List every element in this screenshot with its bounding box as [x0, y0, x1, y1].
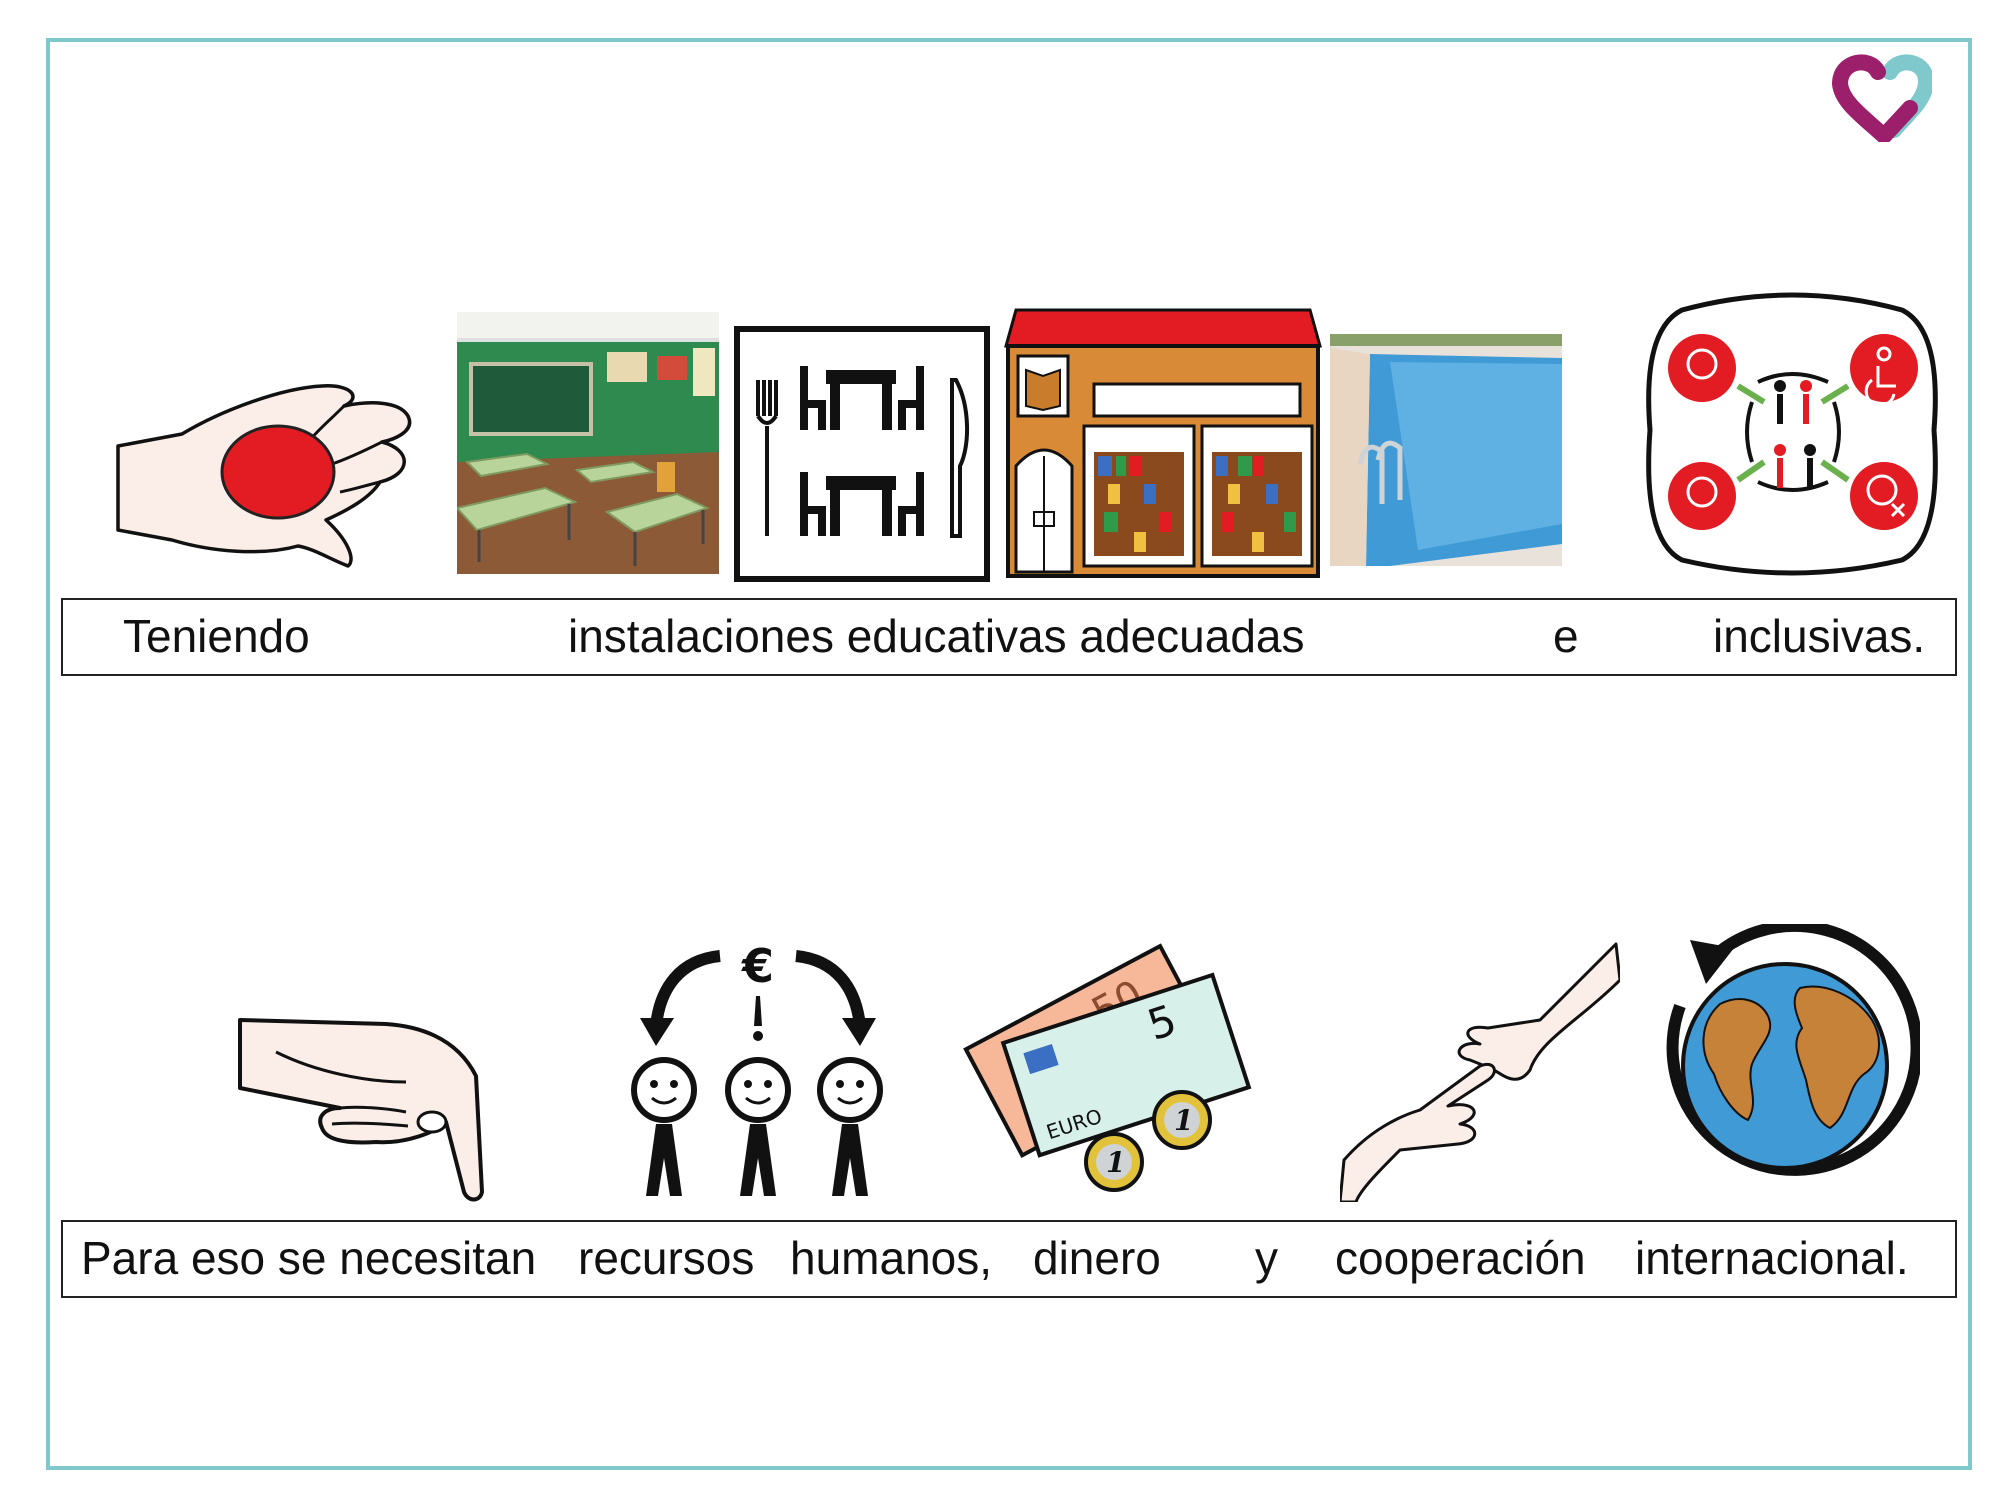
word-recursos: recursos — [578, 1232, 755, 1284]
word-cooperacion: cooperación — [1335, 1232, 1586, 1284]
word-y: y — [1255, 1232, 1278, 1284]
caption-row-1: Teniendo instalaciones educativas adecua… — [61, 598, 1957, 676]
hand-holding-icon — [116, 384, 412, 568]
word-para-eso: Para eso se necesitan — [81, 1232, 537, 1284]
classroom-photo — [457, 312, 719, 574]
caption-row-2: Para eso se necesitan recursos humanos, … — [61, 1220, 1957, 1298]
coin-1-label-a: 1 — [1174, 1104, 1193, 1137]
word-dinero: dinero — [1033, 1232, 1161, 1284]
library-building-icon — [1004, 308, 1322, 578]
word-inclusivas: inclusivas. — [1713, 610, 1926, 662]
dining-room-icon — [734, 326, 990, 582]
word-teniendo: Teniendo — [123, 610, 310, 662]
slide-frame — [46, 38, 1972, 1470]
coin-1-label-b: 1 — [1106, 1146, 1125, 1179]
word-humanos: humanos, — [790, 1232, 993, 1284]
helping-hands-icon — [1340, 942, 1620, 1202]
hand-pointing-icon — [238, 1018, 484, 1202]
word-instalaciones: instalaciones educativas adecuadas — [568, 610, 1305, 662]
euro-sign-label: € — [741, 939, 774, 993]
word-e: e — [1553, 610, 1579, 662]
heart-logo-icon — [1832, 54, 1932, 142]
inclusion-icon — [1646, 292, 1938, 576]
world-icon — [1666, 924, 1920, 1176]
money-icon: 50 5 EURO 1 1 — [963, 943, 1252, 1192]
word-internacional: internacional. — [1635, 1232, 1909, 1284]
swimming-pool-photo — [1330, 334, 1562, 566]
people-resources-icon: € — [631, 939, 883, 1196]
